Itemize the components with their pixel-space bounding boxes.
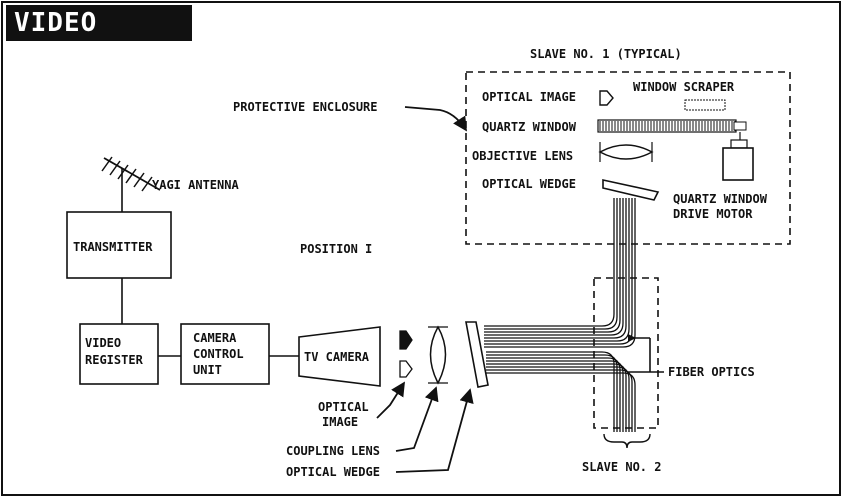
window-scraper-label: WINDOW SCRAPER (633, 80, 735, 94)
yagi-antenna-label: YAGI ANTENNA (152, 178, 239, 192)
tv-camera-label: TV CAMERA (304, 350, 370, 364)
video-register-label-1: VIDEO (85, 336, 121, 350)
video-register-box (79, 323, 159, 385)
optical-wedge-bottom (465, 321, 489, 388)
drive-motor (722, 132, 754, 181)
position-label: POSITION I (300, 242, 372, 256)
coupling-lens-leader (395, 386, 439, 452)
diagram-title: VIDEO SYSTEM (6, 5, 192, 74)
ccu-label-3: UNIT (193, 363, 222, 377)
optical-wedge-top-label: OPTICAL WEDGE (482, 177, 576, 191)
optical-wedge-bottom-label: OPTICAL WEDGE (286, 465, 380, 479)
video-register-label-2: REGISTER (85, 353, 144, 367)
optical-image-filled-arrow-icon (399, 330, 413, 350)
window-scraper (684, 99, 726, 111)
yagi-antenna-icon (101, 156, 161, 212)
optical-image-outline-arrow-icon (399, 360, 413, 378)
slave2-brace (603, 433, 651, 449)
quartz-window-drive-label-1: QUARTZ WINDOW (673, 192, 768, 206)
ccu-label-1: CAMERA (193, 331, 237, 345)
transmitter-box (66, 211, 172, 279)
objective-lens (598, 142, 654, 162)
fiber-optic-bundles (484, 198, 636, 432)
slave1-label: SLAVE NO. 1 (TYPICAL) (530, 47, 682, 61)
optical-wedge-bottom-leader (395, 388, 474, 473)
optical-image-bottom-label-2: IMAGE (322, 415, 358, 429)
fiber-optics-label: FIBER OPTICS (668, 365, 755, 379)
optical-image-bottom-label-1: OPTICAL (318, 400, 369, 414)
camera-control-unit-box (180, 323, 270, 385)
slave2-label: SLAVE NO. 2 (582, 460, 661, 474)
ccu-label-2: CONTROL (193, 347, 244, 361)
protective-enclosure-label: PROTECTIVE ENCLOSURE (233, 100, 378, 114)
optical-image-leader (376, 381, 405, 419)
quartz-window-label: QUARTZ WINDOW (482, 120, 577, 134)
optical-wedge-top (602, 179, 660, 201)
quartz-window (597, 119, 747, 133)
optical-image-top-label: OPTICAL IMAGE (482, 90, 576, 104)
optical-image-arrow-icon (599, 90, 614, 106)
coupling-lens-label: COUPLING LENS (286, 444, 380, 458)
transmitter-label: TRANSMITTER (73, 240, 153, 254)
coupling-lens (428, 325, 448, 385)
protective-enclosure-leader (404, 106, 467, 132)
fiber-optics-bracket (628, 334, 664, 373)
quartz-window-drive-label-2: DRIVE MOTOR (673, 207, 753, 221)
tv-camera (298, 326, 381, 387)
slave1-enclosure (465, 71, 791, 245)
objective-lens-label: OBJECTIVE LENS (472, 149, 573, 163)
